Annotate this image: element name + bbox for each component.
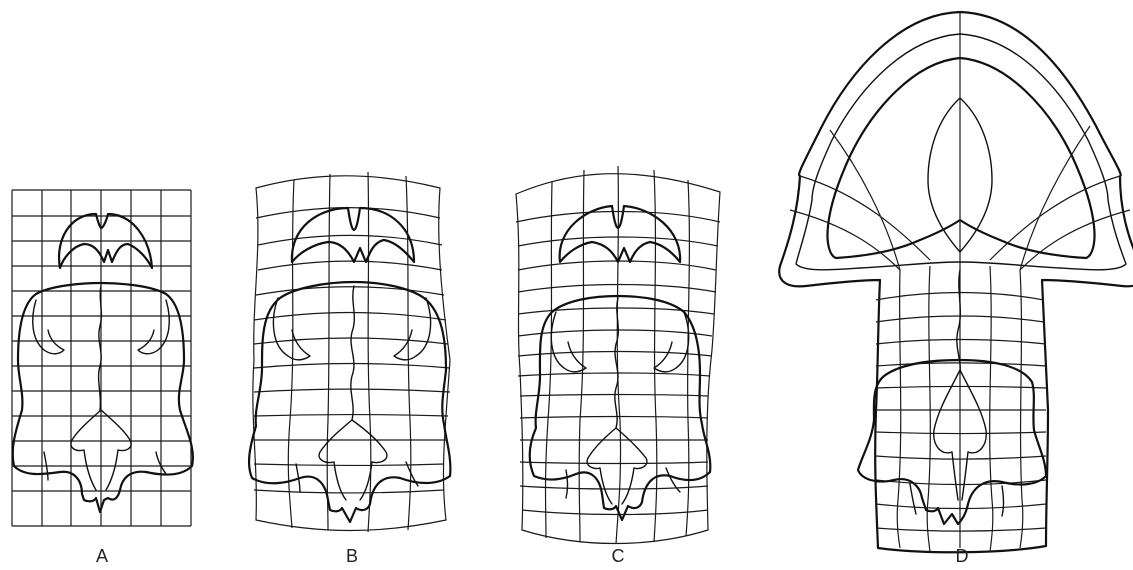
panel-c xyxy=(516,166,720,544)
panel-a xyxy=(12,190,193,526)
panel-a-orbit-right xyxy=(138,300,169,354)
panel-a-label: A xyxy=(96,546,108,566)
panel-c-snout-outline xyxy=(560,206,680,262)
panel-b-orbit-left xyxy=(273,298,310,360)
panel-c-orbit-right xyxy=(654,312,689,372)
panel-d-tusk-right xyxy=(1002,486,1004,516)
panel-b xyxy=(249,172,450,532)
panel-c-label: C xyxy=(612,546,625,566)
panel-b-label: B xyxy=(346,546,358,566)
panel-c-tusk-left xyxy=(566,470,568,498)
panel-d-tusk-left xyxy=(910,484,916,514)
panel-d-head-outline-outer xyxy=(779,12,1133,552)
panel-b-orbit-right xyxy=(394,298,431,360)
panel-d xyxy=(779,12,1133,552)
panel-b-skull-outline xyxy=(249,282,450,522)
panel-b-midline xyxy=(351,286,354,420)
panel-c-orbit-left xyxy=(551,312,586,372)
panel-a-skull-outline xyxy=(13,283,193,512)
panel-d-label: D xyxy=(956,546,969,566)
panel-a-orbit-left xyxy=(33,300,64,354)
panel-b-braincase xyxy=(319,420,387,500)
panel-c-grid xyxy=(516,166,720,544)
